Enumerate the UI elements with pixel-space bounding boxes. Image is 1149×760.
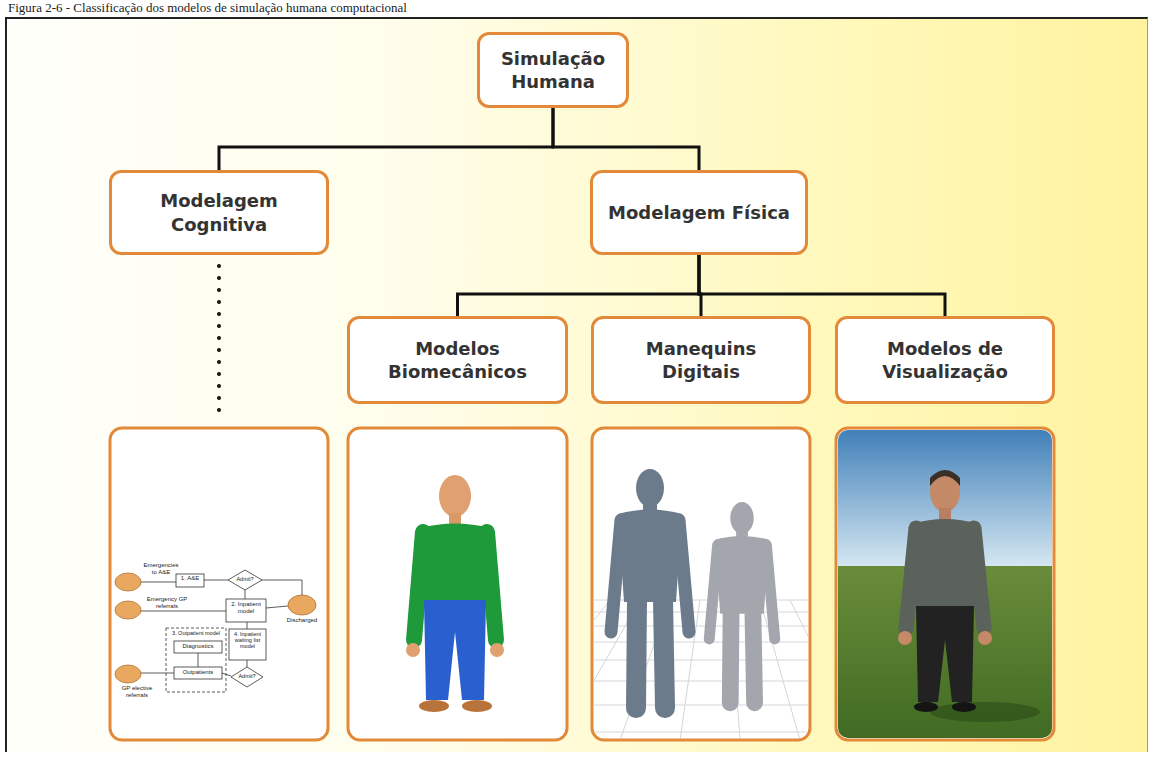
category-box: Modelagem Cognitiva	[109, 170, 329, 255]
flowchart-label: 3. Outpatient model	[168, 630, 224, 636]
flowchart-label: GP elective referrals	[112, 685, 162, 698]
flowchart-label: Admit?	[233, 673, 261, 679]
box-label: Simulação Humana	[490, 47, 616, 94]
flowchart-label: 1. A&E	[176, 575, 204, 582]
flowchart-label: Diagnostics	[174, 643, 222, 650]
flowchart-label: 4. Inpatient waiting list model	[229, 631, 266, 649]
visualization-scene	[838, 430, 1052, 738]
figure-caption: Figura 2-6 - Classificação dos modelos d…	[8, 0, 407, 16]
tree-connector	[699, 255, 945, 316]
flowchart-label: Admit?	[232, 576, 258, 582]
box-label: Manequins Digitais	[604, 337, 798, 384]
category-box: Modelos Biomecânicos	[347, 316, 568, 404]
category-box: Modelos de Visualização	[835, 316, 1055, 404]
category-box: Simulação Humana	[477, 32, 629, 108]
dotted-line	[217, 264, 221, 412]
flowchart-label: Emergency GP referrals	[142, 596, 192, 609]
category-box: Manequins Digitais	[591, 316, 811, 404]
box-label: Modelos de Visualização	[848, 337, 1042, 384]
mannequins	[594, 469, 808, 738]
category-box: Modelagem Física	[590, 170, 808, 255]
flowchart-label: Discharged	[278, 617, 326, 624]
tree-connector	[219, 108, 553, 170]
flowchart-label: 2. Inpatient model	[227, 601, 265, 614]
box-label: Modelos Biomecânicos	[360, 337, 555, 384]
tree-connector	[458, 255, 700, 316]
tree-connector	[553, 108, 699, 170]
box-label: Modelagem Física	[608, 201, 790, 224]
flowchart	[115, 570, 316, 692]
flowchart-label: Emergencies to A&E	[141, 562, 181, 575]
flowchart-label: Outpatients	[174, 669, 222, 676]
box-label: Modelagem Cognitiva	[122, 189, 316, 236]
biomechanical-figure	[406, 475, 504, 712]
